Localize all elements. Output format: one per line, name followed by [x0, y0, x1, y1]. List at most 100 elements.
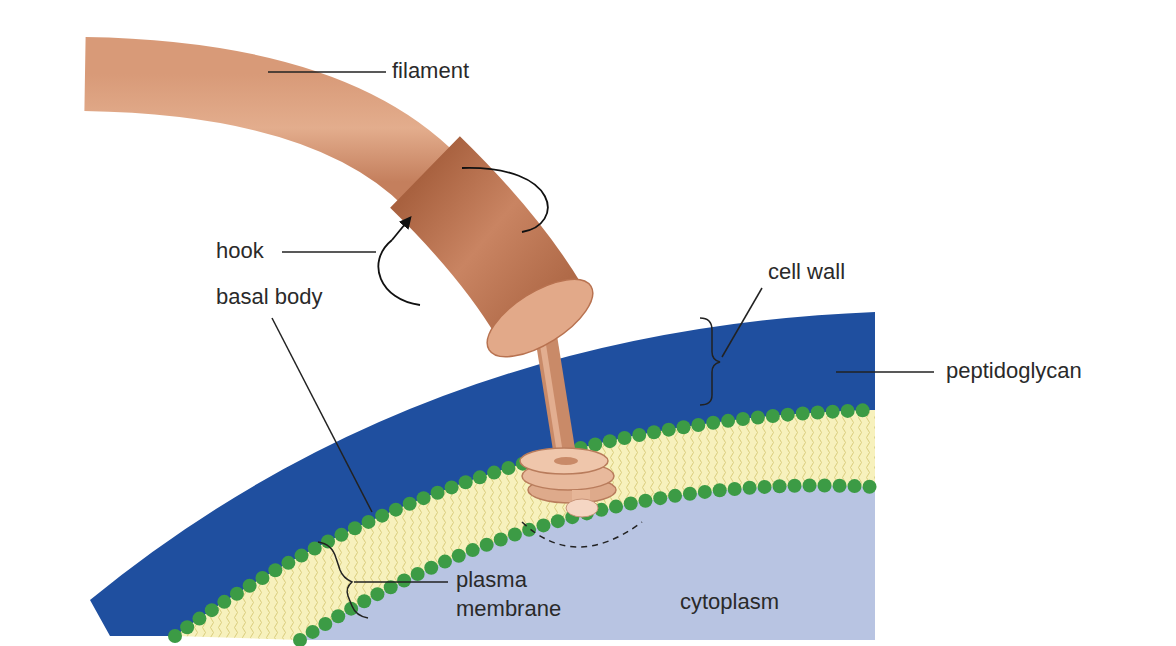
hook-tube [425, 172, 540, 312]
phospholipid-head [751, 410, 765, 424]
phospholipid-head [375, 509, 389, 523]
phospholipid-head [796, 406, 810, 420]
part-label: cell wall [768, 258, 845, 287]
hook-end [475, 264, 604, 372]
phospholipid-head [856, 403, 870, 417]
phospholipid-head [168, 629, 182, 643]
phospholipid-head [331, 609, 345, 623]
phospholipid-head [357, 594, 371, 608]
phospholipid-head [647, 425, 661, 439]
phospholipid-head [609, 500, 623, 514]
rotation-arrow [378, 240, 420, 305]
phospholipid-head [348, 521, 362, 535]
phospholipid-head [833, 479, 847, 493]
phospholipid-head [551, 514, 565, 528]
phospholipid-head [192, 612, 206, 626]
phospholipid-head [662, 423, 676, 437]
phospholipid-head [766, 409, 780, 423]
filament-tube [85, 74, 432, 182]
phospholipid-head [255, 571, 269, 585]
part-label: filament [392, 57, 469, 86]
phospholipid-head [308, 541, 322, 555]
part-label: cytoplasm [680, 588, 779, 617]
phospholipid-head [811, 405, 825, 419]
basal-knob [566, 499, 598, 517]
phospholipid-head [294, 549, 308, 563]
phospholipid-head [230, 587, 244, 601]
phospholipid-head [431, 486, 445, 500]
phospholipid-head [487, 466, 501, 480]
basal-ring-hole [554, 457, 578, 465]
phospholipid-head [624, 497, 638, 511]
cell-wall-bracket [700, 318, 720, 405]
phospholipid-head [736, 412, 750, 426]
rotation-arrow [392, 218, 410, 240]
phospholipid-head [691, 418, 705, 432]
phospholipid-head [306, 625, 320, 639]
phospholipid-head [480, 538, 494, 552]
phospholipid-head [706, 416, 720, 430]
phospholipid-head [281, 556, 295, 570]
lipid-bilayer [175, 410, 875, 640]
basal-dashed-ring [522, 522, 642, 547]
part-label: hook [216, 237, 264, 266]
phospholipid-head [713, 483, 727, 497]
phospholipid-head [508, 528, 522, 542]
phospholipid-head [438, 555, 452, 569]
phospholipid-head [361, 515, 375, 529]
phospholipid-head [588, 437, 602, 451]
phospholipid-head [424, 561, 438, 575]
phospholipid-head [781, 408, 795, 422]
phospholipid-head [452, 549, 466, 563]
rod-highlight [541, 332, 561, 460]
leader-line [836, 371, 934, 373]
leader-line [272, 318, 372, 512]
phospholipid-head [536, 518, 550, 532]
phospholipid-head [318, 617, 332, 631]
part-label: basal body [216, 283, 322, 312]
phospholipid-head [243, 579, 257, 593]
phospholipid-head [803, 478, 817, 492]
phospholipid-head [397, 573, 411, 587]
phospholipid-head [459, 475, 473, 489]
phospholipid-head [501, 461, 515, 475]
phospholipid-head [445, 480, 459, 494]
rotation-arrow [462, 168, 548, 232]
phospholipid-head [863, 480, 877, 494]
phospholipid-head [389, 503, 403, 517]
phospholipid-head [721, 414, 735, 428]
phospholipid-head [826, 405, 840, 419]
part-label: plasma membrane [456, 566, 572, 623]
phospholipid-head [638, 494, 652, 508]
phospholipid-head [668, 489, 682, 503]
leader-line [268, 71, 386, 73]
phospholipid-head [632, 428, 646, 442]
phospholipid-head [818, 478, 832, 492]
part-label: peptidoglycan [946, 357, 1082, 386]
phospholipid-head [403, 497, 417, 511]
phospholipid-head [180, 620, 194, 634]
phospholipid-head [466, 543, 480, 557]
phospholipid-head [411, 567, 425, 581]
leader-line [722, 288, 762, 357]
leader-line [282, 251, 376, 253]
phospholipid-head [848, 479, 862, 493]
phospholipid-head [758, 480, 772, 494]
membrane-bracket [318, 542, 368, 618]
phospholipid-head [334, 528, 348, 542]
phospholipid-head [205, 603, 219, 617]
phospholipid-head [618, 431, 632, 445]
phospholipid-head [743, 481, 757, 495]
basal-ring [520, 448, 608, 474]
phospholipid-head [603, 434, 617, 448]
phospholipid-head [293, 633, 307, 646]
phospholipid-heads [168, 403, 877, 646]
phospholipid-head [698, 485, 712, 499]
phospholipid-head [653, 491, 667, 505]
phospholipid-head [728, 482, 742, 496]
phospholipid-head [473, 470, 487, 484]
phospholipid-head [841, 404, 855, 418]
phospholipid-head [217, 595, 231, 609]
